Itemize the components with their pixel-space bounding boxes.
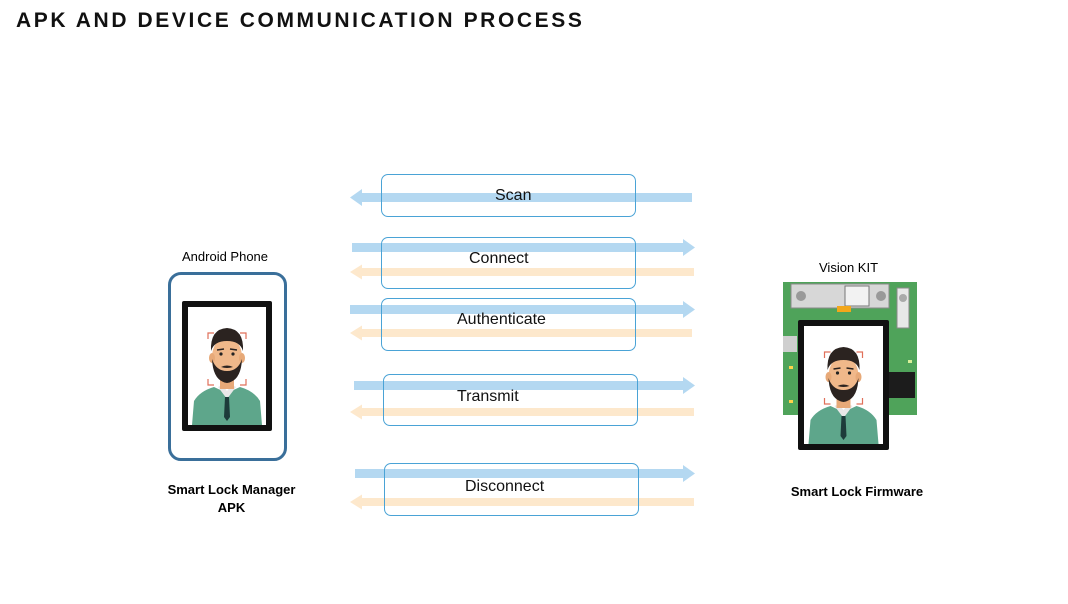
step-box-authenticate: [381, 298, 636, 351]
step-box-disconnect: [384, 463, 639, 516]
android-phone-label: Android Phone: [182, 249, 269, 264]
authenticate-arrow-to-apk: [350, 325, 692, 341]
vision-kit-display: [798, 320, 889, 450]
android-phone-illustration: [168, 272, 287, 461]
step-label-disconnect: Disconnect: [465, 478, 545, 495]
firmware-caption: Smart Lock Firmware: [790, 484, 924, 499]
step-label-scan: Scan: [495, 187, 532, 204]
step-label-transmit: Transmit: [457, 388, 519, 405]
transmit-arrow-to-device: [354, 377, 695, 394]
apk-caption-line1: Smart Lock Manager: [167, 482, 296, 497]
page-title: APK AND DEVICE COMMUNICATION PROCESS: [16, 9, 585, 32]
disconnect-arrow-to-device: [355, 465, 695, 482]
authenticate-arrow-to-device: [350, 301, 695, 318]
step-box-connect: [381, 237, 636, 289]
connect-arrow-to-device: [352, 239, 695, 256]
apk-caption-line2: APK: [217, 500, 246, 515]
apk-caption: Smart Lock Manager APK: [160, 481, 303, 517]
connect-arrow-to-apk: [350, 264, 694, 280]
step-label-authenticate: Authenticate: [457, 311, 546, 328]
step-label-connect: Connect: [469, 250, 529, 267]
step-box-transmit: [383, 374, 638, 426]
phone-screen: [182, 301, 272, 431]
transmit-arrow-to-apk: [350, 404, 694, 420]
disconnect-arrow-to-apk: [350, 494, 694, 510]
face-avatar-icon: [808, 347, 879, 444]
scan-arrow-to-apk: [350, 189, 692, 206]
face-avatar-icon: [192, 328, 262, 425]
step-box-scan: [381, 174, 636, 217]
vision-kit-label: Vision KIT: [819, 260, 879, 275]
